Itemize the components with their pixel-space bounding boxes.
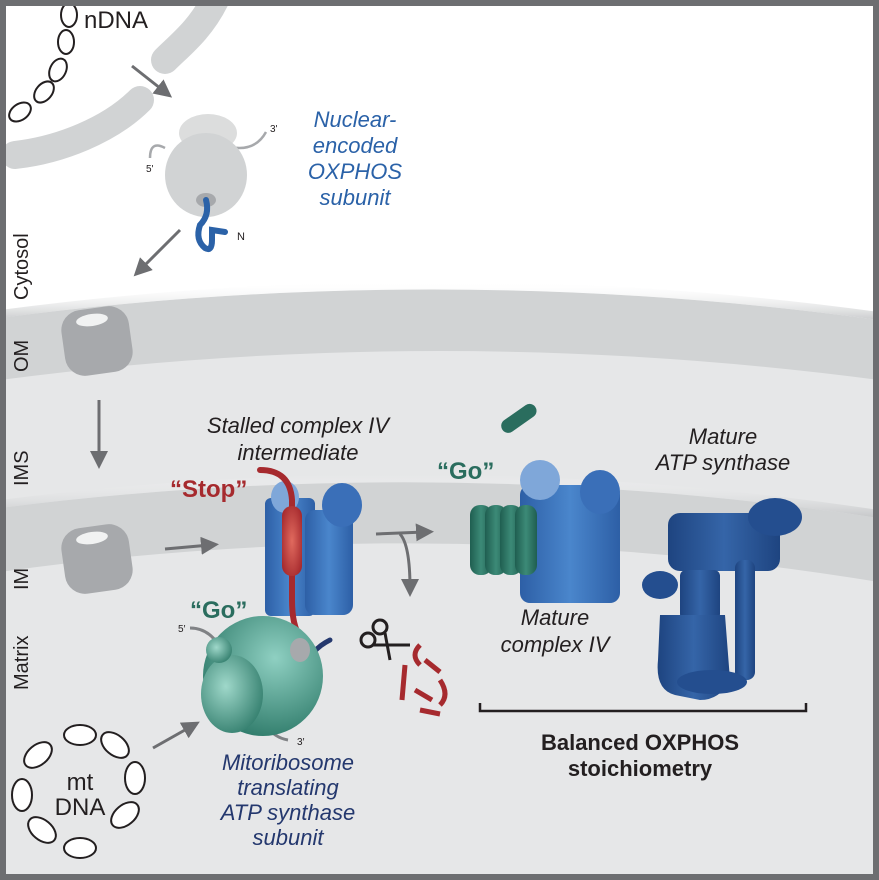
- ndna-helix-icon: [8, 2, 78, 123]
- mature-atp-synthase: [642, 498, 802, 700]
- svg-text:ATP synthase: ATP synthase: [654, 450, 791, 475]
- bracket: [478, 703, 808, 713]
- mtdna-label: mt DNA: [55, 769, 106, 821]
- five-prime-label: 5': [146, 164, 154, 175]
- nuclear-subunit-label: Nuclear- encoded OXPHOS subunit: [308, 107, 402, 210]
- arrow-ndna-to-ribosome: [131, 64, 173, 98]
- inner-membrane: [0, 482, 879, 582]
- cytosol-label: Cytosol: [11, 233, 33, 300]
- mitoribosome: [189, 616, 323, 742]
- svg-text:complex IV: complex IV: [501, 632, 612, 657]
- arrow-stalled-to-degradation: [398, 532, 419, 597]
- mature-civ-label: Mature complex IV: [501, 605, 612, 657]
- svg-text:Balanced OXPHOS: Balanced OXPHOS: [541, 730, 739, 755]
- five-prime-mt-label: 5′: [178, 624, 186, 635]
- degraded-protein-fragments: [399, 643, 448, 717]
- svg-text:encoded: encoded: [313, 133, 398, 158]
- svg-text:Nuclear-: Nuclear-: [314, 107, 397, 132]
- svg-text:ATP synthase: ATP synthase: [219, 800, 356, 825]
- svg-text:stoichiometry: stoichiometry: [568, 756, 713, 781]
- stop-label: “Stop”: [170, 476, 247, 503]
- tim-complex: [61, 524, 133, 594]
- nuclear-envelope-upper: [151, 0, 229, 74]
- svg-text:Stalled complex IV: Stalled complex IV: [207, 413, 392, 438]
- om-label: OM: [11, 340, 33, 372]
- three-prime-mt-label: 3′: [297, 737, 305, 748]
- mitoribosome-label: Mitoribosome translating ATP synthase su…: [219, 750, 356, 850]
- svg-text:OXPHOS: OXPHOS: [308, 159, 402, 184]
- go-label-complex: “Go”: [437, 458, 494, 485]
- nuclear-envelope-lower: [1, 86, 154, 169]
- outer-membrane: [0, 289, 879, 380]
- cytosolic-ribosome: [148, 114, 268, 252]
- arrow-stalled-to-mature: [375, 523, 434, 542]
- mitochondrion-region: [0, 291, 879, 880]
- mtdna-ring-icon: [11, 724, 146, 859]
- svg-text:DNA: DNA: [55, 794, 106, 821]
- matrix-label: Matrix: [11, 636, 33, 690]
- mature-complex-iv: [470, 403, 620, 603]
- svg-text:Mitoribosome: Mitoribosome: [222, 750, 354, 775]
- svg-text:subunit: subunit: [253, 825, 325, 850]
- svg-text:Mature: Mature: [689, 424, 757, 449]
- svg-text:mt: mt: [67, 769, 94, 796]
- balanced-label: Balanced OXPHOS stoichiometry: [541, 730, 739, 781]
- im-label: IM: [11, 568, 33, 590]
- n-terminus-label: N: [237, 231, 245, 243]
- svg-text:Mature: Mature: [521, 605, 589, 630]
- go-label-mitoribosome: “Go”: [190, 597, 247, 624]
- ndna-label: nDNA: [84, 7, 148, 34]
- compartment-labels: Cytosol OM IMS IM Matrix: [11, 233, 33, 690]
- arrow-mtdna-to-mitoribosome: [152, 721, 200, 750]
- tom-complex: [61, 306, 133, 376]
- ims-label: IMS: [11, 450, 33, 486]
- stalled-complex-label: Stalled complex IV intermediate: [207, 413, 392, 465]
- arrow-im-to-stalled: [164, 536, 219, 555]
- mature-atp-label: Mature ATP synthase: [654, 424, 791, 475]
- svg-text:intermediate: intermediate: [237, 440, 358, 465]
- three-prime-label: 3': [270, 124, 278, 135]
- svg-text:translating: translating: [237, 775, 339, 800]
- svg-text:subunit: subunit: [320, 185, 392, 210]
- arrow-ribosome-to-om: [133, 228, 182, 277]
- scissors-icon: [359, 618, 410, 661]
